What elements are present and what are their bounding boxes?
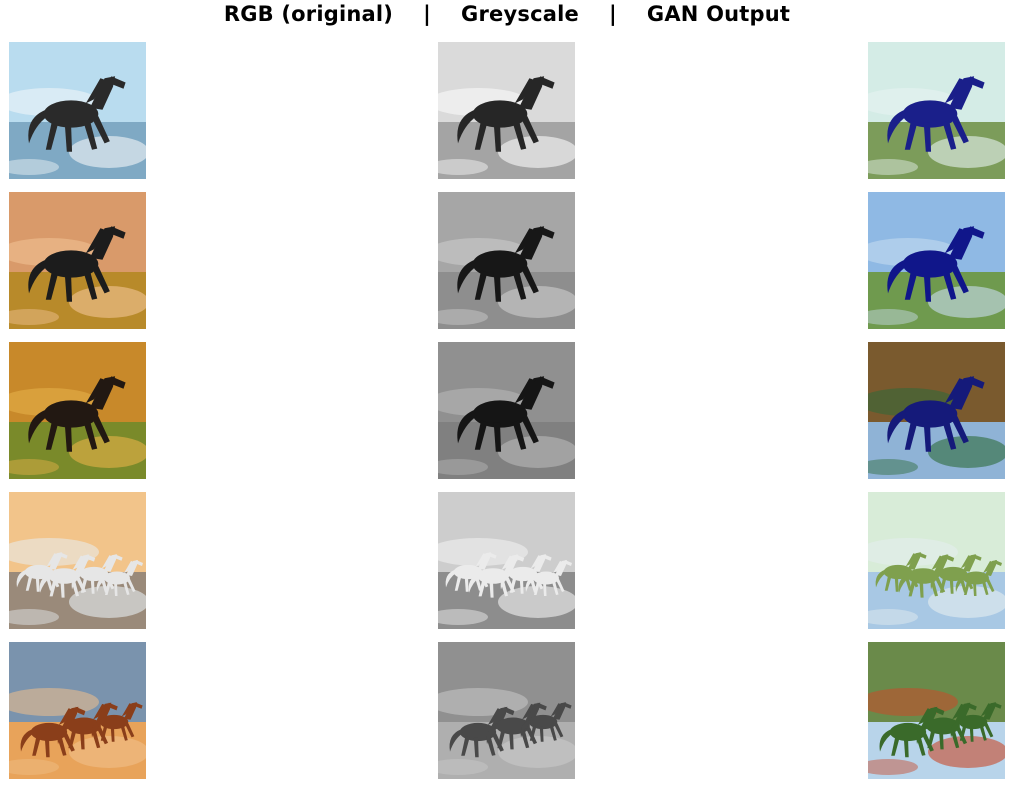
- gan-image-row-3: [868, 342, 1005, 479]
- greyscale-image-row-1: [438, 42, 575, 179]
- rgb-horse-picture: [9, 342, 146, 479]
- rgb-image-row-5: [9, 642, 146, 779]
- greyscale-horse-picture: [438, 42, 575, 179]
- greyscale-image-row-2: [438, 192, 575, 329]
- gan-image-row-2: [868, 192, 1005, 329]
- gan-horse-picture: [868, 492, 1005, 629]
- greyscale-image-row-4: [438, 492, 575, 629]
- rgb-horse-picture: [9, 192, 146, 329]
- gan-horse-picture: [868, 42, 1005, 179]
- gan-horse-picture: [868, 342, 1005, 479]
- gan-image-row-5: [868, 642, 1005, 779]
- rgb-image-row-3: [9, 342, 146, 479]
- rgb-image-row-1: [9, 42, 146, 179]
- greyscale-image-row-5: [438, 642, 575, 779]
- rgb-horse-picture: [9, 492, 146, 629]
- rgb-horse-picture: [9, 642, 146, 779]
- greyscale-image-row-3: [438, 342, 575, 479]
- gan-image-row-4: [868, 492, 1005, 629]
- figure-title: RGB (original) | Greyscale | GAN Output: [223, 2, 791, 26]
- rgb-horse-picture: [9, 42, 146, 179]
- rgb-image-row-4: [9, 492, 146, 629]
- gan-image-row-1: [868, 42, 1005, 179]
- greyscale-horse-picture: [438, 192, 575, 329]
- gan-horse-picture: [868, 192, 1005, 329]
- gan-horse-picture: [868, 642, 1005, 779]
- greyscale-horse-picture: [438, 342, 575, 479]
- greyscale-horse-picture: [438, 642, 575, 779]
- greyscale-horse-picture: [438, 492, 575, 629]
- rgb-image-row-2: [9, 192, 146, 329]
